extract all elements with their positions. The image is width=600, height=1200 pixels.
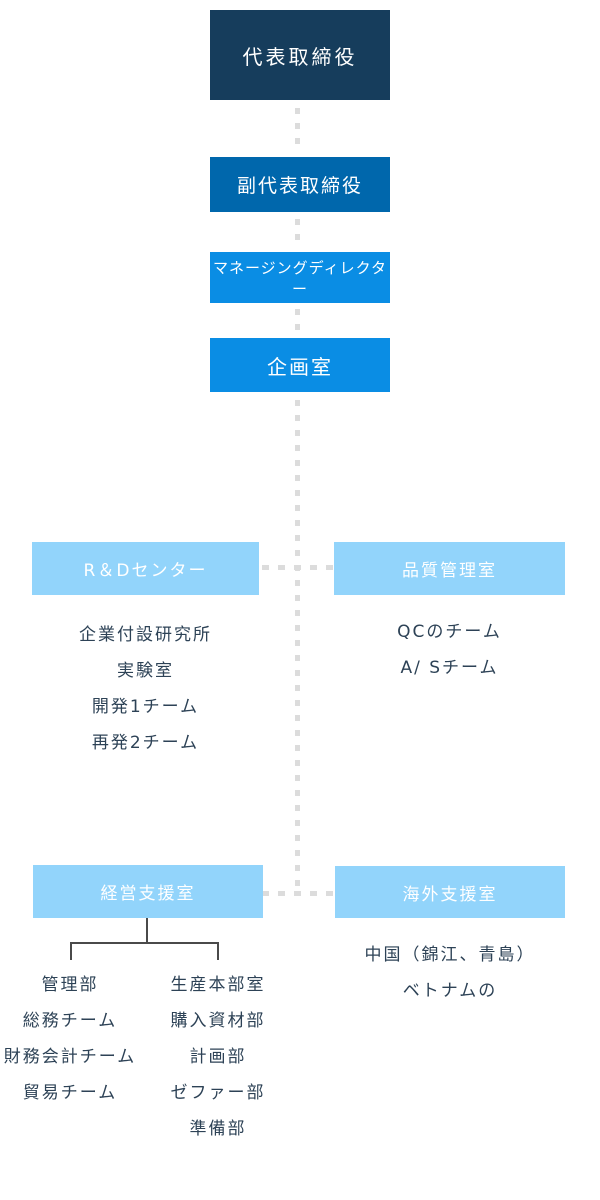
list-item: ゼファー部 [170, 1083, 266, 1103]
org-node-ceo: 代表取締役 [210, 10, 390, 100]
list-item: 再発2チーム [91, 733, 200, 753]
org-node-overseas-support: 海外支援室 [335, 866, 565, 918]
list-item: 管理部 [41, 975, 99, 995]
org-node-vice-ceo: 副代表取締役 [210, 157, 390, 212]
rnd-sublist: 企業付設研究所 実験室 開発1チーム 再発2チーム [32, 617, 259, 761]
dotted-connector-md-planning [295, 309, 300, 334]
org-node-rnd-center: R＆Dセンター [32, 542, 259, 595]
list-item: 生産本部室 [170, 975, 266, 995]
list-item: 準備部 [189, 1119, 247, 1139]
list-item: 企業付設研究所 [79, 625, 212, 645]
org-node-managing-director: マネージングディレクター [210, 252, 390, 303]
list-item: A/ Sチーム [400, 658, 499, 678]
solid-connector-stem [146, 918, 148, 942]
dotted-connector-trunk [295, 400, 300, 894]
org-node-planning-office: 企画室 [210, 338, 390, 392]
list-item: ベトナムの [402, 981, 498, 1001]
list-item: QCのチーム [397, 622, 502, 642]
list-item: 中国（錦江、青島） [364, 945, 536, 965]
org-node-management-support: 経営支援室 [33, 865, 263, 918]
solid-connector-crossbar [70, 942, 218, 944]
dotted-connector-row2 [262, 891, 333, 896]
dotted-connector-row1 [262, 565, 333, 570]
dotted-connector-vice-md [295, 219, 300, 247]
quality-sublist: QCのチーム A/ Sチーム [334, 614, 565, 686]
list-item: 財務会計チーム [3, 1047, 137, 1067]
org-node-quality-control: 品質管理室 [334, 542, 565, 595]
list-item: 総務チーム [22, 1011, 118, 1031]
list-item: 購入資材部 [170, 1011, 266, 1031]
dotted-connector-ceo-vice [295, 108, 300, 150]
solid-connector-drop-left [70, 942, 72, 960]
overseas-sublist: 中国（錦江、青島） ベトナムの [335, 937, 565, 1009]
solid-connector-drop-right [217, 942, 219, 960]
list-item: 実験室 [117, 661, 174, 681]
management-left-sublist: 管理部 総務チーム 財務会計チーム 貿易チーム [0, 967, 140, 1111]
list-item: 貿易チーム [22, 1083, 118, 1103]
list-item: 計画部 [189, 1047, 247, 1067]
list-item: 開発1チーム [91, 697, 200, 717]
management-right-sublist: 生産本部室 購入資材部 計画部 ゼファー部 準備部 [148, 967, 288, 1147]
